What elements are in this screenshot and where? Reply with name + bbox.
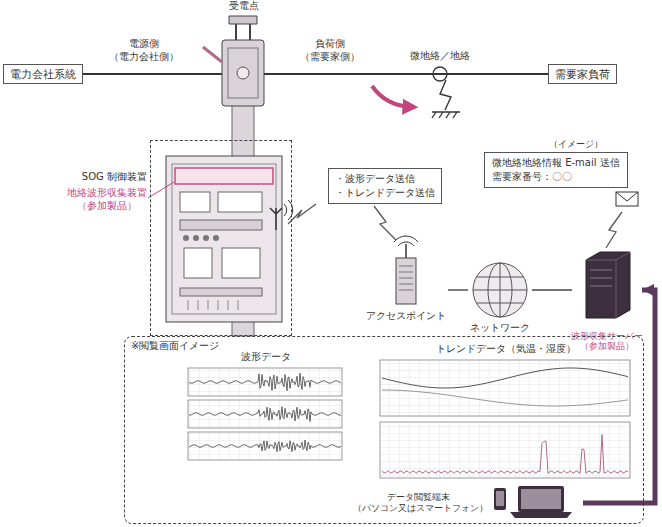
chart-lines bbox=[189, 368, 628, 473]
node-text: 需要家負荷 bbox=[555, 67, 610, 81]
laptop-icon bbox=[510, 486, 572, 518]
network-globe bbox=[473, 263, 527, 317]
side-label: 電源側 （電力会社側） bbox=[102, 38, 186, 63]
server-icon bbox=[586, 252, 630, 318]
node-text: 需要家番号：〇〇 bbox=[492, 170, 620, 184]
phone-icon bbox=[494, 488, 506, 510]
side-label: 負荷側 （需要家側） bbox=[288, 38, 372, 63]
envelope-icon bbox=[616, 192, 638, 206]
waveform-chart bbox=[188, 368, 342, 460]
terminal: データ閲覧端末 （パソコン又はスマートフォン） bbox=[353, 485, 583, 521]
node-text: データ閲覧端末 （パソコン又はスマートフォン） bbox=[353, 492, 483, 513]
ground-fault-symbol bbox=[432, 80, 460, 118]
node-text: 微地絡地絡情報 E-mail 送信 bbox=[492, 156, 620, 170]
node-text: ・トレンドデータ送信 bbox=[335, 186, 435, 200]
node-text: アクセスポイント bbox=[366, 310, 446, 322]
node-text: 受電点 bbox=[229, 0, 259, 13]
data-flow-arrow bbox=[583, 290, 655, 503]
pole bbox=[232, 100, 254, 336]
connection-line bbox=[83, 73, 214, 75]
wireless-bolt bbox=[374, 206, 396, 240]
node-text: 電力会社系統 bbox=[10, 67, 76, 81]
device-region: SOG 制御装置地絡波形収集装置 （参加製品） bbox=[150, 140, 292, 336]
control-cabinet bbox=[166, 156, 282, 322]
network: ネットワーク bbox=[468, 258, 532, 334]
node-text: ※閲覧画面イメージ bbox=[131, 340, 219, 353]
load-box: 需要家負荷 bbox=[548, 64, 617, 84]
connection-line bbox=[448, 289, 468, 290]
leader-line bbox=[148, 182, 174, 198]
node-text: 地絡波形収集装置 （参加製品） bbox=[67, 187, 147, 212]
wireless-bolt bbox=[606, 212, 622, 248]
view-region: ※閲覧画面イメージ波形データ トレンドデータ（気温・湿度） データ閲覧端末 （パソコ… bbox=[124, 336, 644, 524]
connection-line bbox=[274, 73, 548, 75]
wireless-bolt bbox=[288, 204, 316, 224]
node-text: 波形収集サーバー （参加製品） bbox=[571, 331, 643, 352]
side-label: 微地絡／地絡 bbox=[410, 50, 470, 63]
send-box: ・波形データ送信・トレンドデータ送信 bbox=[328, 168, 442, 204]
node-text: ・波形データ送信 bbox=[335, 172, 435, 186]
node-text: SOG 制御装置 bbox=[82, 171, 147, 184]
access-point: アクセスポイント bbox=[364, 240, 448, 322]
node-text: 波形データ bbox=[241, 351, 291, 364]
node-text: ネットワーク bbox=[470, 322, 530, 334]
pole-switch bbox=[203, 16, 274, 106]
zct-symbol bbox=[433, 67, 447, 81]
fault-arrow bbox=[372, 86, 412, 107]
trend-chart bbox=[380, 360, 630, 478]
access-point-icon bbox=[394, 236, 418, 304]
node-text: トレンドデータ（気温・湿度） bbox=[436, 343, 576, 356]
waveform-panel: 波形データ bbox=[183, 351, 349, 469]
node-text: （イメージ） bbox=[549, 137, 603, 151]
system-box: 電力会社系統 bbox=[3, 64, 83, 84]
connection-line bbox=[532, 289, 572, 290]
antenna-icon bbox=[270, 200, 293, 230]
receiving-point: 受電点 bbox=[214, 0, 274, 118]
mail-box: （イメージ）微地絡地絡情報 E-mail 送信需要家番号：〇〇 bbox=[484, 152, 628, 188]
trend-panel: トレンドデータ（気温・湿度） bbox=[375, 343, 637, 483]
